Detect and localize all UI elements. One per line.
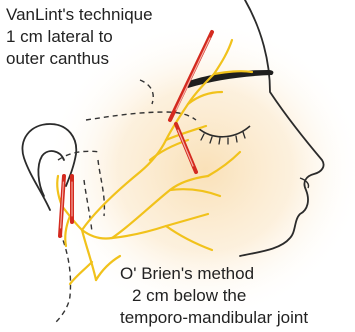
vanlint-technique-label: VanLint's technique: [6, 5, 153, 25]
obrien-distance-label: 2 cm below the: [132, 286, 246, 306]
vanlint-landmark-label: outer canthus: [6, 49, 109, 69]
vanlint-distance-label: 1 cm lateral to: [6, 27, 113, 47]
obrien-method-label: O' Brien's method: [120, 264, 254, 284]
obrien-landmark-label: temporo-mandibular joint: [120, 308, 308, 328]
